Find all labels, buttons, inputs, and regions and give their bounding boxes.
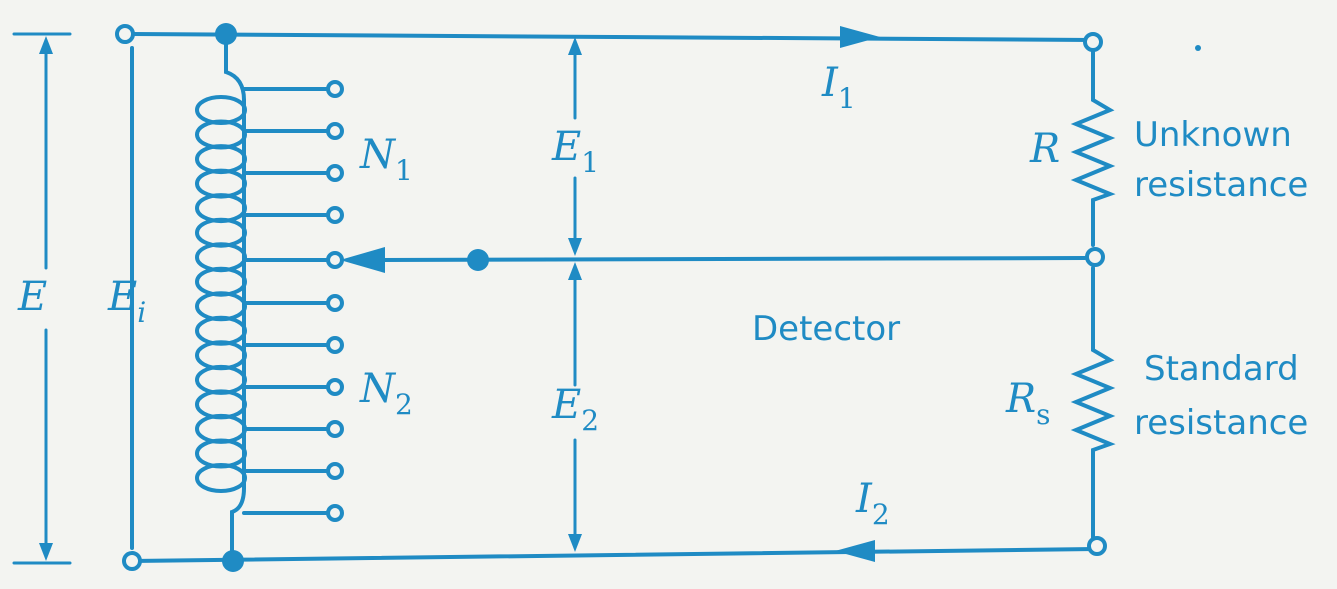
tap-terminal — [326, 504, 344, 522]
coil-bottom-lead — [230, 486, 246, 563]
tap-terminal — [326, 336, 344, 354]
label-R: R — [1029, 126, 1060, 172]
coil-loop — [195, 364, 247, 395]
bottom-rail-wire — [130, 547, 1097, 563]
tap-terminal — [326, 122, 344, 140]
label-E2: E2 — [551, 382, 599, 437]
coil-loop — [195, 315, 247, 346]
coil-loop — [195, 389, 247, 420]
tap-terminal — [326, 80, 344, 98]
right-terminal-bottom — [1087, 536, 1107, 556]
junction-top — [215, 23, 237, 45]
label-unknown-line1: Unknown — [1134, 115, 1292, 155]
e2-arrow-up — [568, 262, 582, 280]
coil-loop — [195, 413, 247, 444]
label-I2: I2 — [855, 476, 890, 531]
label-E1: E1 — [551, 124, 599, 179]
tap-terminal — [326, 206, 344, 224]
detector-arrow — [340, 247, 385, 273]
transformer-coil — [195, 95, 247, 493]
coil-loop — [195, 193, 247, 224]
detector-wire — [378, 256, 1087, 262]
tap-terminal — [326, 378, 344, 396]
e1-arrow-down — [568, 238, 582, 256]
unknown-resistor-R — [1070, 93, 1116, 207]
e-arrow-up — [39, 36, 53, 54]
label-N1: N1 — [359, 132, 413, 187]
coil-loop — [195, 168, 247, 199]
label-Ei: Ei — [107, 274, 146, 329]
coil-taps — [242, 80, 344, 522]
coil-loop — [195, 463, 247, 493]
right-terminal-middle — [1085, 247, 1105, 267]
coil-loop — [195, 291, 247, 322]
nodes — [115, 23, 1201, 572]
top-rail-wire — [130, 32, 1095, 42]
tap-terminal — [326, 164, 344, 182]
label-detector: Detector — [752, 309, 900, 349]
coil-loop — [195, 242, 247, 273]
input-terminal-top — [115, 24, 135, 44]
speck-dot — [1195, 45, 1201, 51]
label-standard-line2: resistance — [1134, 403, 1308, 443]
e2-arrow-down — [568, 534, 582, 552]
label-Rs: Rs — [1005, 376, 1051, 431]
tap-terminal — [326, 251, 344, 269]
coil-loop — [195, 266, 247, 297]
tap-terminal — [326, 462, 344, 480]
input-terminal-bottom — [122, 551, 142, 571]
label-unknown-line2: resistance — [1134, 165, 1308, 205]
i2-current-arrow — [835, 540, 875, 562]
coil-loop — [195, 119, 247, 150]
junction-bottom — [222, 550, 244, 572]
e-arrow-down — [39, 543, 53, 561]
tap-terminal — [326, 294, 344, 312]
label-I1: I1 — [821, 60, 856, 115]
label-standard-line1: Standard — [1144, 349, 1299, 389]
right-terminal-top — [1083, 32, 1103, 52]
standard-resistor-Rs — [1070, 343, 1116, 457]
tap-terminal — [326, 420, 344, 438]
i1-current-arrow — [840, 26, 880, 48]
wires — [130, 32, 1097, 563]
e1-arrow-up — [568, 37, 582, 55]
coil-loop — [195, 340, 247, 371]
labels: E Ei N1 N2 E1 E2 I1 I2 R Rs Detector Unk… — [17, 60, 1308, 531]
coil-loop — [195, 95, 247, 125]
dimension-arrows — [12, 32, 582, 565]
coil-top-lead — [224, 32, 246, 102]
label-N2: N2 — [359, 366, 413, 421]
coil-loop — [195, 217, 247, 248]
resistors — [1070, 93, 1116, 457]
current-arrows — [340, 26, 880, 562]
detector-node — [467, 249, 489, 271]
label-E: E — [17, 274, 47, 320]
coil-loop — [195, 438, 247, 469]
coil-loop — [195, 144, 247, 175]
